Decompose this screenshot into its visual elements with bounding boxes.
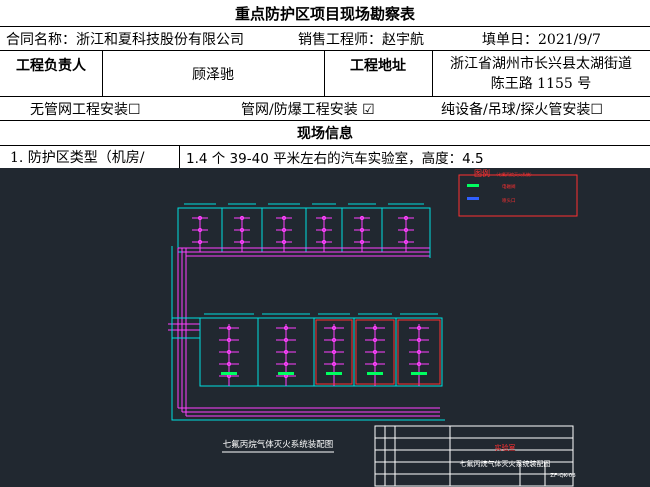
drawing-legend: 图例 （七氟丙烷灭火系统） 电磁阀 喷头口 [458,168,578,217]
item1-row: 1. 防护区类型（机房/ 1.4 个 39-40 平米左右的汽车实验室，高度：4… [0,146,650,168]
legend-nozzle-swatch [467,197,479,200]
lead-address-row: 工程负责人 顾泽驰 工程地址 浙江省湖州市长兴县太湖街道 陈王路 1155 号 [0,51,650,97]
legend-item-1: 电磁阀 [502,183,516,190]
valve-icon [367,372,383,375]
legend-title: 图例 [474,168,490,178]
titleblock-code: ZF-QK-03 [550,473,576,479]
title-row: 重点防护区项目现场勘察表 [0,0,650,27]
contract-name: 合同名称：浙江和夏科技股份有限公司 [6,31,244,48]
item1-label: 1. 防护区类型（机房/ [10,150,145,166]
item1-value: 1.4 个 39-40 平米左右的汽车实验室，高度：4.5 [186,151,484,167]
legend-note: （七氟丙烷灭火系统） [494,171,534,177]
project-lead-label: 工程负责人 [16,58,86,74]
site-info-row: 现场信息 [0,121,650,146]
valve-icon [278,372,294,375]
protected-zone-outline [397,319,441,385]
cyan-pipes [171,242,445,421]
project-address-value: 浙江省湖州市长兴县太湖街道 陈王路 1155 号 [432,51,650,96]
options-row: 无管网工程安装☐ 管网/防爆工程安装 ☑ 纯设备/吊球/探火管安装☐ [0,97,650,121]
option-equipment[interactable]: 纯设备/吊球/探火管安装☐ [441,101,603,118]
option-pipe-explosion[interactable]: 管网/防爆工程安装 ☑ [241,101,375,118]
fill-date: 填单日：2021/9/7 [482,31,601,48]
cad-drawing: 图例 （七氟丙烷灭火系统） 电磁阀 喷头口 [0,168,650,487]
legend-item-2: 喷头口 [502,197,516,204]
project-address-label: 工程地址 [350,58,406,74]
bottom-rooms [199,313,443,387]
top-rooms [177,203,431,253]
drawing-canvas: 图例 （七氟丙烷灭火系统） 电磁阀 喷头口 [168,168,578,487]
drawing-caption: 七氟丙烷气体灭火系统装配图 [223,439,334,450]
project-lead-value: 顾泽驰 [192,66,234,83]
address-line-1: 浙江省湖州市长兴县太湖街道 [450,55,632,72]
titleblock-name: 实验室 [495,443,516,452]
option-no-pipe[interactable]: 无管网工程安装☐ [30,101,141,118]
address-line-2: 陈王路 1155 号 [490,75,592,92]
site-info-header: 现场信息 [297,126,353,142]
valve-icon [411,372,427,375]
titleblock-title: 七氟丙烷气体灭火系统装配图 [460,459,551,468]
form-title: 重点防护区项目现场勘察表 [234,4,415,23]
contract-row: 合同名称：浙江和夏科技股份有限公司 销售工程师：赵宇航 填单日：2021/9/7 [0,27,650,51]
main-pipes [168,247,440,417]
valve-icon [326,372,342,375]
protected-zone-outline [355,319,395,385]
sales-engineer: 销售工程师：赵宇航 [298,31,424,48]
legend-valve-swatch [467,184,479,187]
protected-zone-outline [315,319,353,385]
title-block [374,425,574,487]
valve-icon [221,372,237,375]
